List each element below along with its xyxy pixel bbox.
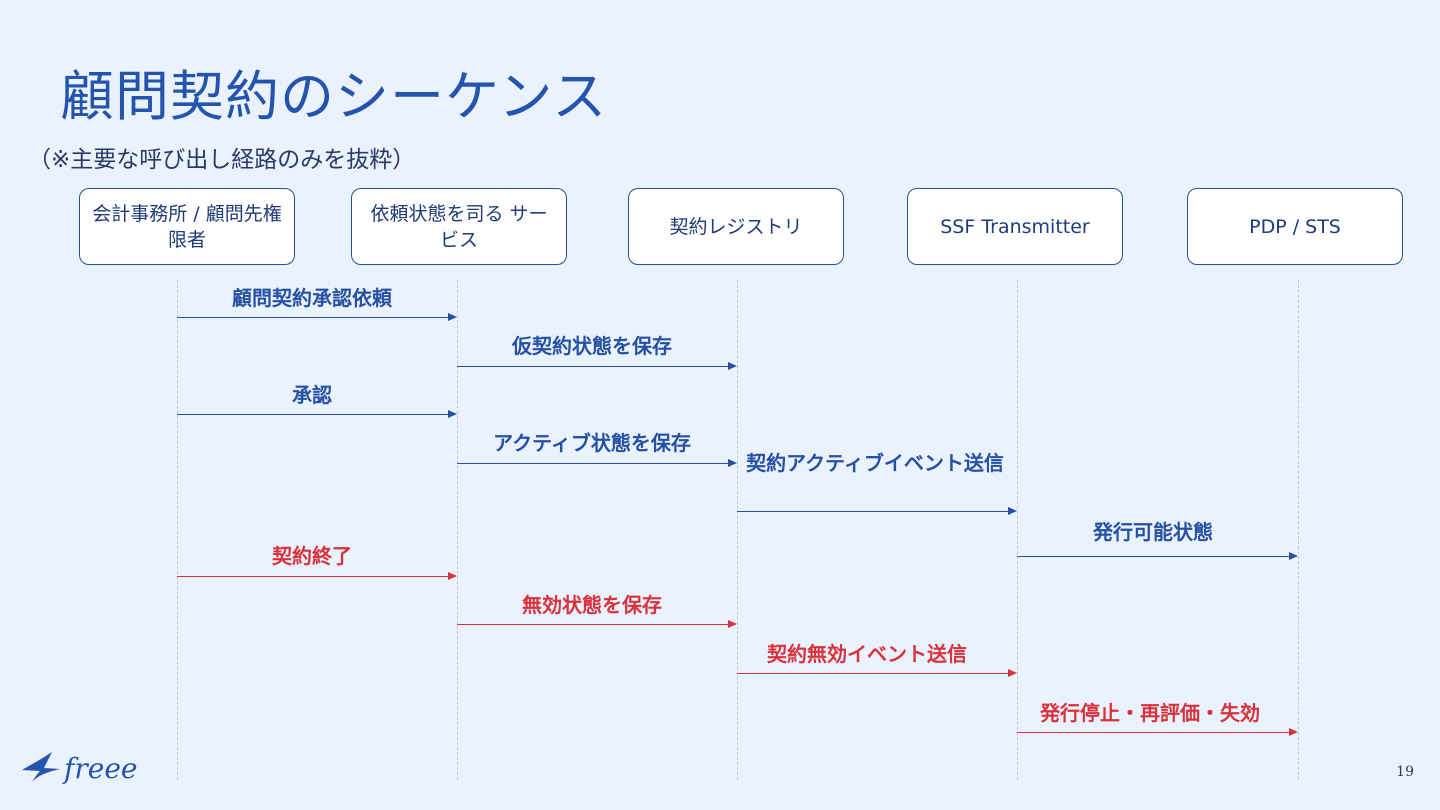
lifeline-ssf-transmitter bbox=[1017, 280, 1018, 780]
message-label: 契約無効イベント送信 bbox=[767, 642, 967, 666]
message-arrow bbox=[737, 506, 1017, 515]
message-arrow bbox=[177, 571, 457, 580]
lifeline-pdp-sts bbox=[1298, 280, 1299, 780]
message-arrow bbox=[737, 668, 1017, 677]
actor-contract-registry: 契約レジストリ bbox=[628, 188, 844, 265]
actor-accounting-office: 会計事務所 / 顧問先権限者 bbox=[79, 188, 295, 265]
message-arrow bbox=[177, 312, 457, 321]
actor-label: 会計事務所 / 顧問先権限者 bbox=[92, 202, 282, 251]
lifeline-request-state-service bbox=[457, 280, 458, 780]
actor-label: PDP / STS bbox=[1249, 215, 1341, 238]
actor-label: 依頼状態を司る サービス bbox=[370, 202, 548, 251]
lifeline-contract-registry bbox=[737, 280, 738, 780]
page-number: 19 bbox=[1396, 764, 1414, 780]
message-label: アクティブ状態を保存 bbox=[493, 431, 691, 455]
message-arrow bbox=[457, 619, 737, 628]
message-label: 発行停止・再評価・失効 bbox=[1040, 701, 1260, 725]
message-label: 契約アクティブイベント送信 bbox=[746, 451, 1004, 475]
message-label: 顧問契約承認依頼 bbox=[232, 286, 392, 310]
message-label: 仮契約状態を保存 bbox=[512, 334, 672, 358]
logo-text: freee bbox=[62, 752, 137, 785]
actor-ssf-transmitter: SSF Transmitter bbox=[907, 188, 1123, 265]
bird-icon bbox=[22, 752, 60, 782]
message-arrow bbox=[457, 458, 737, 467]
message-arrow bbox=[1017, 551, 1298, 560]
freee-logo: freee bbox=[22, 752, 137, 785]
message-arrow bbox=[457, 361, 737, 370]
message-arrow bbox=[1017, 727, 1298, 736]
message-label: 無効状態を保存 bbox=[522, 593, 662, 617]
actor-label: SSF Transmitter bbox=[940, 215, 1090, 238]
message-label: 契約終了 bbox=[272, 544, 352, 568]
actor-label: 契約レジストリ bbox=[669, 215, 803, 238]
actor-pdp-sts: PDP / STS bbox=[1187, 188, 1403, 265]
message-arrow bbox=[177, 409, 457, 418]
lifeline-accounting-office bbox=[177, 280, 178, 780]
actor-request-state-service: 依頼状態を司る サービス bbox=[351, 188, 567, 265]
slide-subtitle: （※主要な呼び出し経路のみを抜粋） bbox=[28, 147, 416, 173]
message-label: 発行可能状態 bbox=[1093, 520, 1213, 544]
message-label: 承認 bbox=[292, 383, 332, 407]
slide-title: 顧問契約のシーケンス bbox=[60, 65, 608, 128]
